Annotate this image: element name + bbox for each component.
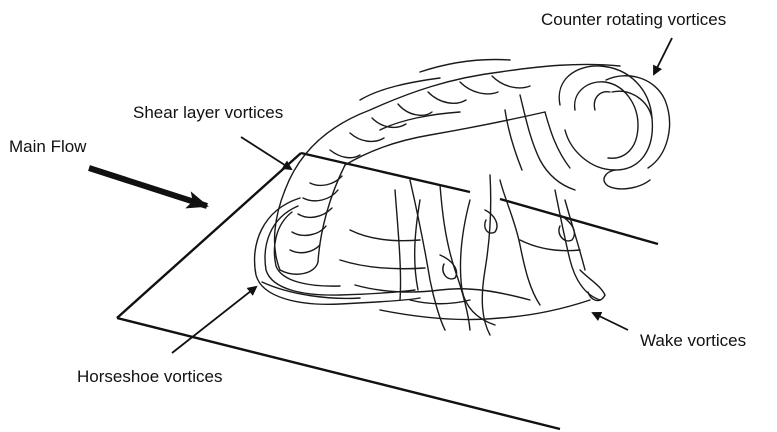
plate-left-edge (117, 153, 301, 318)
main-flow-label: Main Flow (9, 137, 86, 157)
horseshoe-vortices-label: Horseshoe vortices (77, 367, 223, 387)
wake-vortices-label: Wake vortices (640, 331, 746, 351)
wake-arrow (593, 313, 628, 330)
counter-rotating-vortices-label: Counter rotating vortices (541, 10, 726, 30)
vortex-structure (255, 60, 670, 336)
shear-layer-vortices-label: Shear layer vortices (133, 103, 283, 123)
pointer-arrows (172, 38, 672, 353)
counter-rotating-arrow (654, 38, 672, 74)
main-flow-arrow (89, 168, 207, 206)
counter-rotating-vortices (505, 66, 670, 190)
shear-layer-tube (285, 60, 620, 191)
horseshoe-vortex (255, 198, 420, 304)
wake-filaments (340, 175, 605, 335)
plate-back-edge (301, 153, 658, 244)
shear-layer-arrow (241, 137, 291, 169)
